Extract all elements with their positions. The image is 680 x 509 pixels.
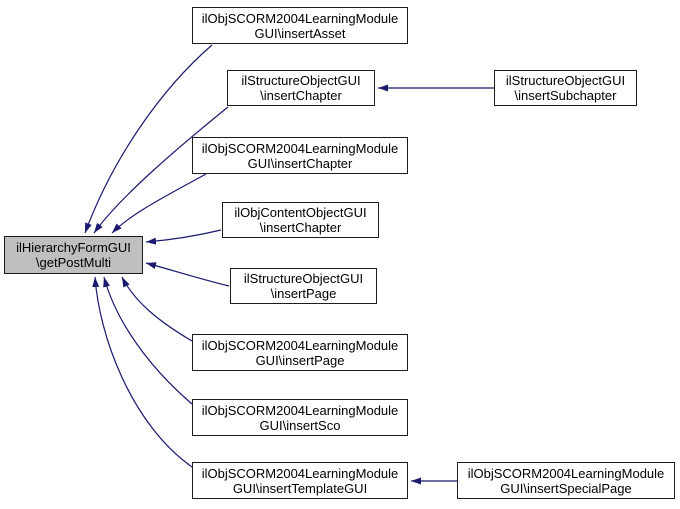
node-label-line2: GUI\insertTemplateGUI	[232, 480, 368, 496]
node-insertSpecialPage[interactable]: ilObjSCORM2004LearningModule GUI\insertS…	[457, 462, 675, 499]
node-label-line2: GUI\insertSco	[259, 417, 341, 433]
node-label-line1: ilObjSCORM2004LearningModule	[467, 465, 665, 481]
node-label-line2: GUI\insertChapter	[247, 155, 353, 171]
node-insertChapter-scorm[interactable]: ilObjSCORM2004LearningModule GUI\insertC…	[192, 137, 408, 174]
node-label-line2: \insertChapter	[259, 220, 342, 235]
node-insertChapter-content[interactable]: ilObjContentObjectGUI \insertChapter	[222, 202, 379, 238]
node-label-line1: ilStructureObjectGUI	[241, 73, 361, 88]
node-insertChapter-structure[interactable]: ilStructureObjectGUI \insertChapter	[227, 70, 375, 106]
node-label-line2: GUI\insertAsset	[254, 25, 346, 41]
edge-contentChapter-to-getPostMulti	[145, 229, 222, 245]
node-label-line1: ilObjSCORM2004LearningModule	[201, 465, 399, 481]
node-label-line1: ilObjSCORM2004LearningModule	[201, 10, 399, 26]
node-label-line2: GUI\insertSpecialPage	[500, 480, 632, 496]
node-label-line2: GUI\insertPage	[255, 352, 345, 368]
edge-structChapter-to-getPostMulti	[93, 106, 229, 234]
edge-scormTemplate-to-getPostMulti	[92, 276, 193, 468]
node-label-line1: ilStructureObjectGUI	[243, 271, 364, 286]
node-insertSubchapter[interactable]: ilStructureObjectGUI \insertSubchapter	[494, 70, 637, 106]
node-label-line1: ilHierarchyFormGUI	[16, 240, 131, 255]
node-insertPage-scorm[interactable]: ilObjSCORM2004LearningModule GUI\insertP…	[192, 334, 408, 371]
edge-structPage-to-getPostMulti	[145, 262, 230, 287]
node-label-line2: \insertPage	[270, 286, 337, 301]
edge-scormSco-to-getPostMulti	[103, 276, 193, 405]
node-insertTemplateGUI[interactable]: ilObjSCORM2004LearningModule GUI\insertT…	[192, 462, 408, 499]
node-label-line2: \insertSubchapter	[514, 88, 617, 103]
node-label-line1: ilObjSCORM2004LearningModule	[201, 337, 399, 353]
node-getPostMulti: ilHierarchyFormGUI \getPostMulti	[4, 236, 143, 274]
node-label-line1: ilStructureObjectGUI	[505, 73, 626, 88]
node-label-line2: \insertChapter	[260, 88, 342, 103]
node-insertSco[interactable]: ilObjSCORM2004LearningModule GUI\insertS…	[192, 399, 408, 436]
node-label-line1: ilObjSCORM2004LearningModule	[201, 140, 399, 156]
edge-scormChapter-to-getPostMulti	[111, 173, 207, 234]
node-label-line2: \getPostMulti	[35, 255, 112, 270]
node-insertAsset[interactable]: ilObjSCORM2004LearningModule GUI\insertA…	[192, 7, 408, 44]
node-label-line1: ilObjContentObjectGUI	[234, 205, 367, 220]
node-label-line1: ilObjSCORM2004LearningModule	[201, 402, 399, 418]
edge-scormPage-to-getPostMulti	[121, 276, 193, 342]
node-insertPage-structure[interactable]: ilStructureObjectGUI \insertPage	[230, 268, 377, 304]
edge-insertAsset-to-getPostMulti	[84, 44, 213, 234]
